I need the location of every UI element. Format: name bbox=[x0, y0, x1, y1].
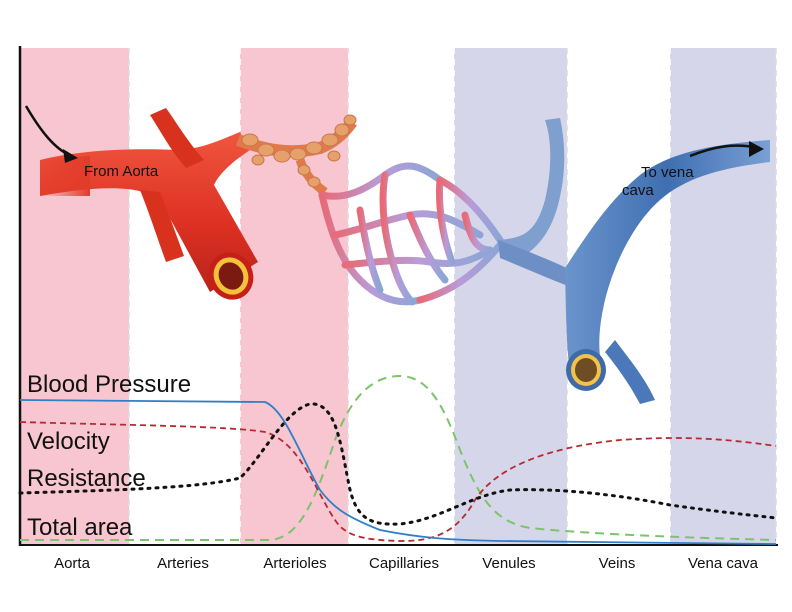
to-vena-cava-label-line1: To vena bbox=[641, 164, 694, 181]
flow-arrows bbox=[24, 105, 761, 158]
blood-pressure-label: Blood Pressure bbox=[27, 371, 191, 398]
capillary-network bbox=[318, 162, 504, 306]
segment-label-vena-cava: Vena cava bbox=[688, 555, 759, 572]
band-arterioles bbox=[240, 48, 348, 544]
segment-label-aorta: Aorta bbox=[54, 555, 91, 572]
segment-label-venules: Venules bbox=[482, 555, 535, 572]
segment-label-veins: Veins bbox=[599, 555, 636, 572]
to-vena-cava-label-line2: cava bbox=[622, 182, 654, 199]
total-area-label: Total area bbox=[27, 514, 133, 541]
segment-labels: Aorta Arteries Arterioles Capillaries Ve… bbox=[54, 555, 759, 572]
velocity-label: Velocity bbox=[27, 428, 110, 455]
segment-label-arterioles: Arterioles bbox=[263, 555, 326, 572]
from-aorta-label: From Aorta bbox=[84, 163, 159, 180]
outflow-arrowhead bbox=[749, 141, 764, 157]
segment-label-capillaries: Capillaries bbox=[369, 555, 439, 572]
arteriole-illustration bbox=[235, 114, 357, 196]
segment-bands bbox=[20, 48, 776, 544]
segment-label-arteries: Arteries bbox=[157, 555, 209, 572]
blood-pressure-curve bbox=[19, 399, 777, 545]
artery-illustration bbox=[40, 108, 258, 300]
resistance-curve bbox=[18, 402, 778, 526]
inflow-arrowhead bbox=[63, 149, 78, 163]
vein-illustration bbox=[498, 118, 770, 404]
band-aorta bbox=[20, 48, 129, 544]
velocity-curve bbox=[19, 421, 777, 542]
resistance-label: Resistance bbox=[27, 465, 146, 492]
total-area-curve bbox=[20, 374, 777, 541]
band-vena-cava bbox=[670, 48, 776, 544]
curves bbox=[18, 374, 778, 545]
